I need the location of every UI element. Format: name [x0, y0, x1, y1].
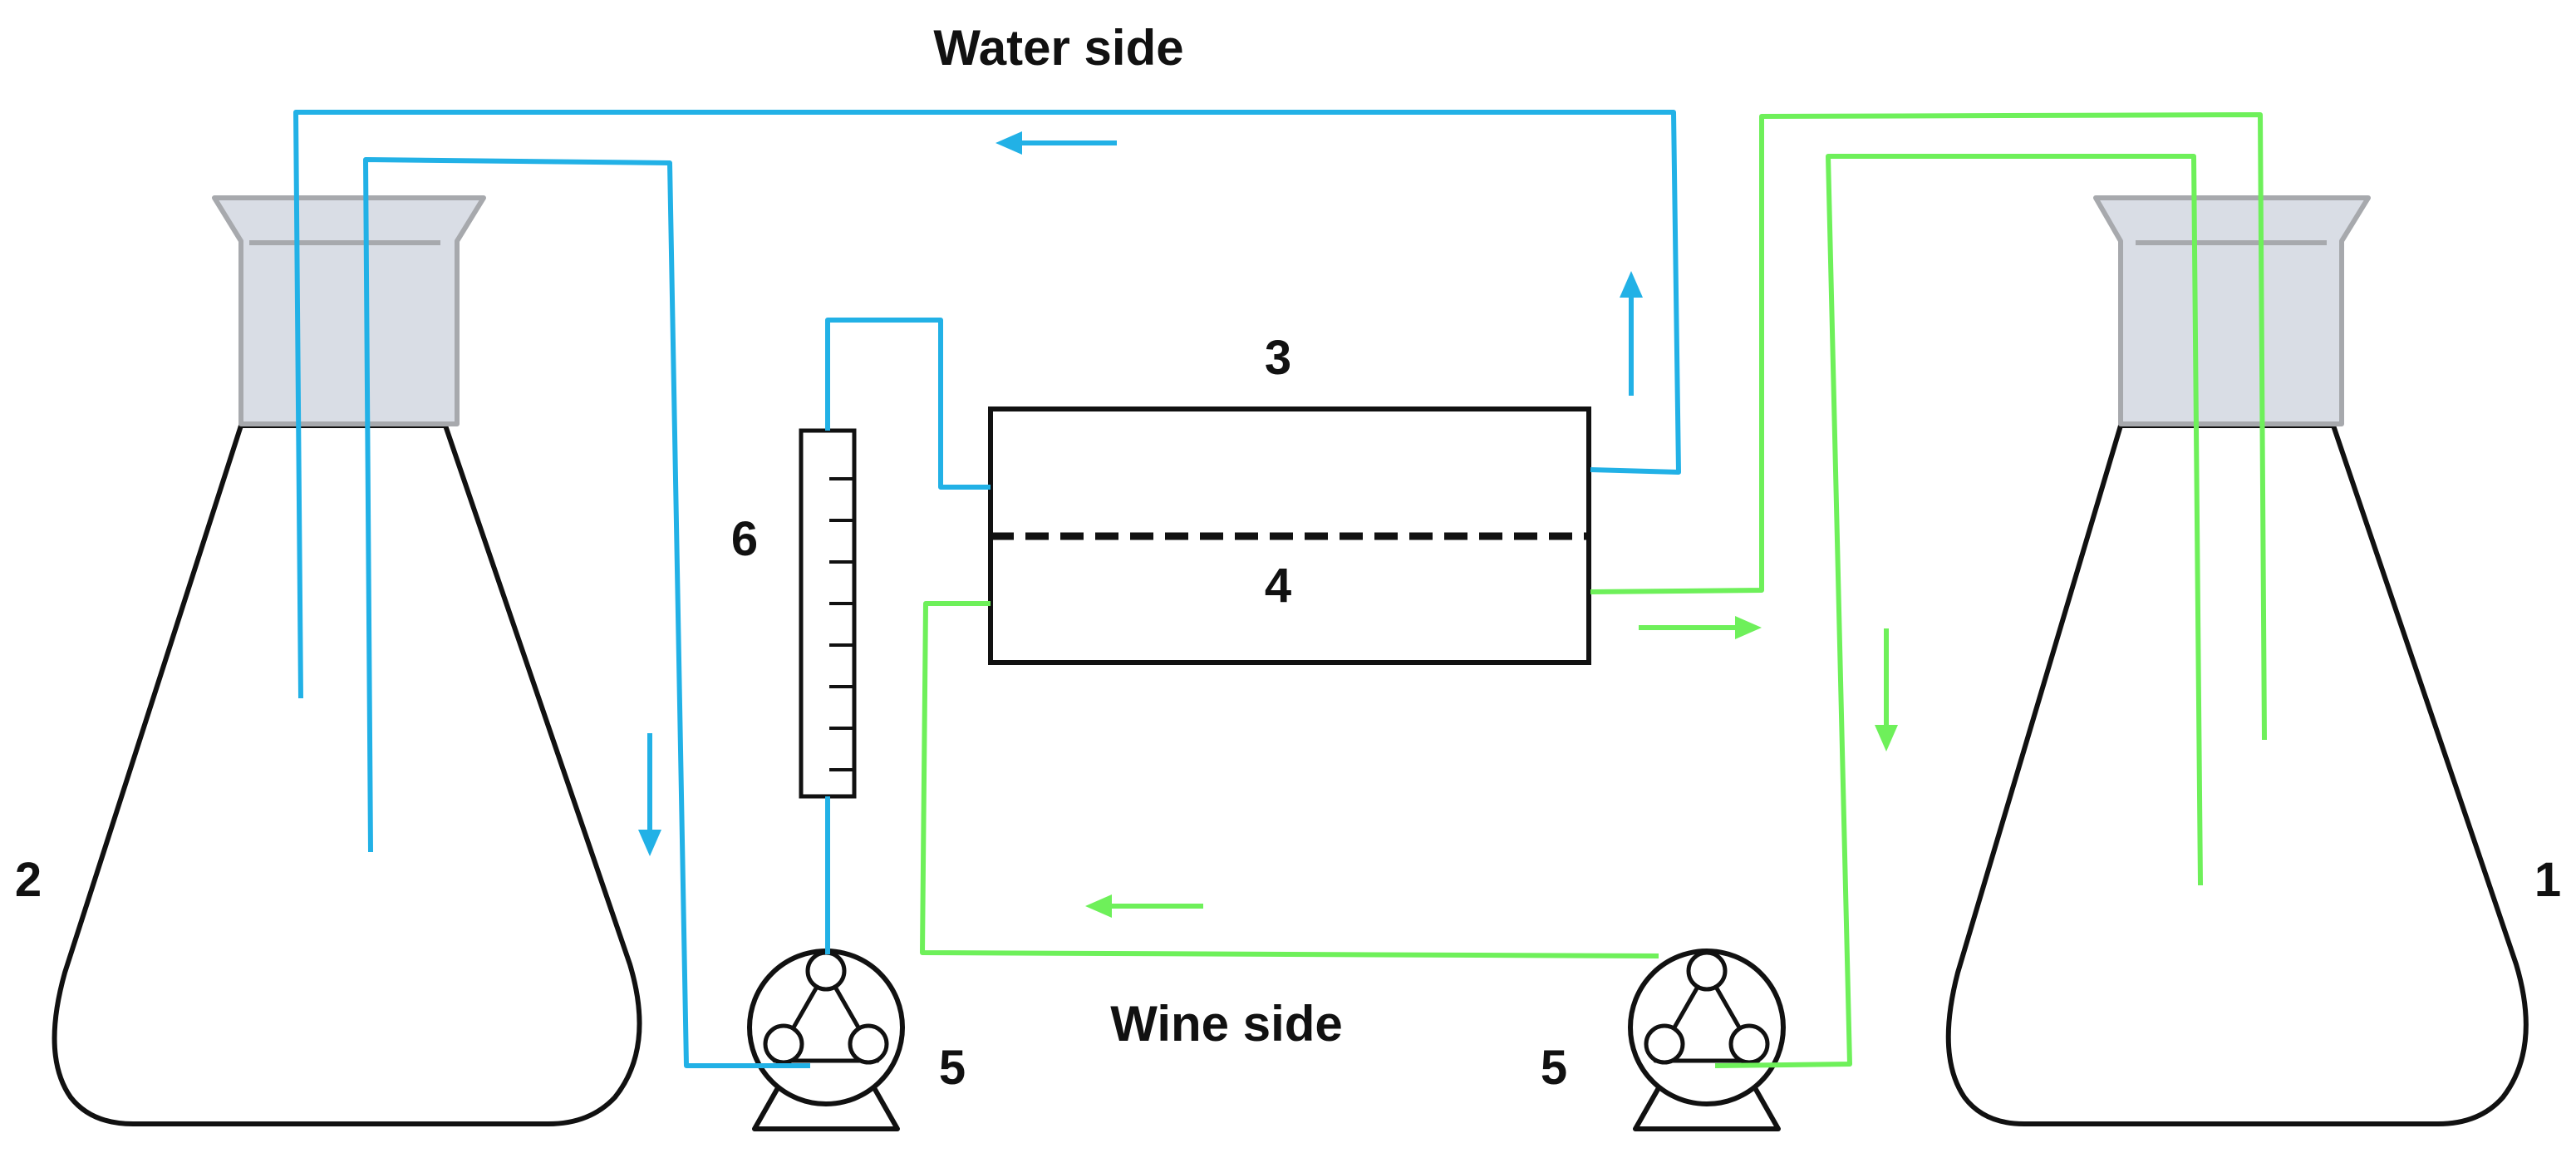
wine-right-arrow	[1639, 616, 1762, 639]
flowmeter-label: 6	[731, 512, 758, 566]
cell-upper-label: 3	[1265, 331, 1291, 385]
pump-left-label: 5	[939, 1041, 966, 1095]
pump-right	[1628, 949, 1786, 1131]
water-flowmeter-top-tube	[825, 318, 991, 490]
flask-left	[52, 195, 642, 1126]
pump-left	[747, 949, 905, 1131]
flask-left-stopper	[212, 195, 486, 426]
water-side-label: Water side	[933, 20, 1183, 76]
pump-right-roller-left	[1644, 1023, 1685, 1065]
wine-in-tube	[1714, 154, 2203, 1068]
flask-right-label: 1	[2534, 853, 2561, 907]
pump-left-roller-left	[763, 1023, 804, 1065]
flow-arrows	[638, 131, 1898, 918]
water-feed-tube	[363, 157, 810, 1068]
flask-left-body	[52, 423, 642, 1126]
pump-right-label: 5	[1541, 1041, 1567, 1095]
wine-left-arrow	[1085, 894, 1203, 918]
water-circuit	[293, 110, 1681, 1068]
flowmeter-ticks	[829, 477, 854, 771]
flask-right	[1945, 195, 2529, 1126]
water-return-tube	[293, 110, 1681, 699]
pump-left-roller-right	[848, 1023, 889, 1065]
wine-out-tube	[1590, 112, 2267, 741]
flowmeter	[799, 428, 857, 799]
pump-right-roller-right	[1728, 1023, 1770, 1065]
wine-down-arrow	[1875, 628, 1898, 751]
membrane-label: 4	[1265, 559, 1291, 613]
pump-left-roller-top	[805, 950, 847, 992]
wine-pump-to-cell-tube	[920, 601, 1659, 958]
wine-side-label: Wine side	[1110, 996, 1343, 1052]
water-top-arrow	[995, 131, 1117, 155]
flask-right-body	[1945, 423, 2529, 1126]
water-down-arrow	[638, 733, 661, 856]
wine-circuit	[920, 112, 2267, 1068]
flowmeter-tube	[799, 428, 857, 799]
flask-right-stopper	[2093, 195, 2371, 426]
flask-left-label: 2	[15, 853, 42, 907]
membrane-cell	[988, 407, 1591, 665]
water-up-arrow	[1620, 271, 1643, 396]
pump-right-roller-top	[1686, 950, 1728, 992]
